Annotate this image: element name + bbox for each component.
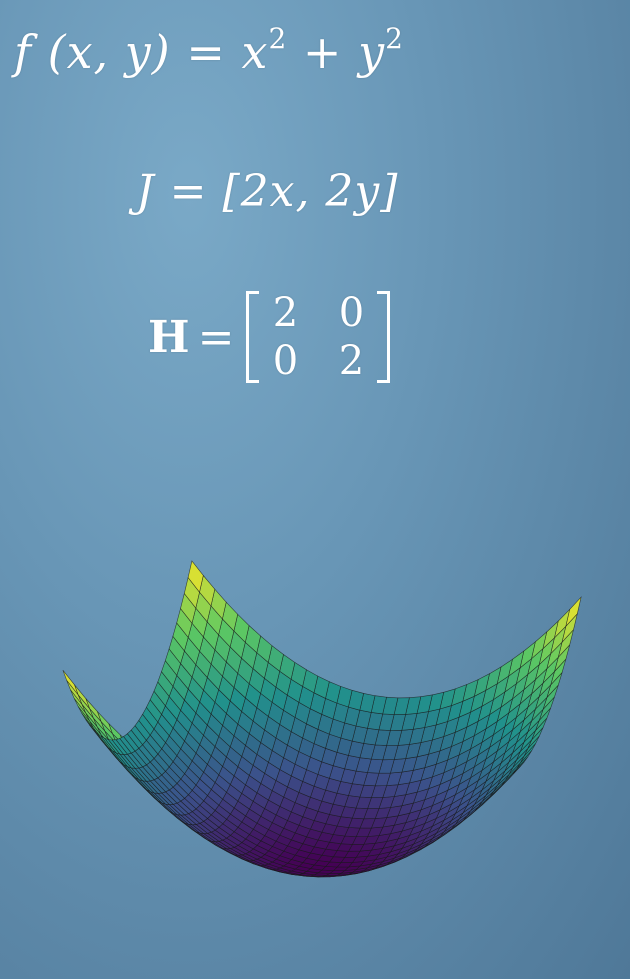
equals-sign: = <box>154 166 223 217</box>
equals-sign: = <box>170 25 242 79</box>
surface-mesh-cell <box>187 560 204 593</box>
y-exponent: 2 <box>385 22 404 55</box>
hessian-lhs: H <box>148 311 190 363</box>
y-term: y <box>358 25 386 79</box>
surface-mesh-cell <box>62 670 79 696</box>
matrix-cell-1-0: 0 <box>272 338 299 384</box>
function-equation: f (x, y) = x2 + y2 <box>14 22 404 79</box>
hessian-matrix: 2 0 0 2 <box>244 285 392 389</box>
equals-sign: = <box>197 311 235 363</box>
matrix-cell-0-0: 2 <box>272 290 299 336</box>
matrix-cell-1-1: 2 <box>338 338 365 384</box>
jacobian-equation: J = [2x, 2y] <box>136 166 398 217</box>
hessian-equation: H = 2 0 0 2 <box>148 282 392 392</box>
plus-sign: + <box>287 25 359 79</box>
paraboloid-surface-plot <box>62 560 582 878</box>
jacobian-rhs: [2x, 2y] <box>222 166 399 217</box>
function-lhs: f (x, y) <box>14 25 171 79</box>
x-exponent: 2 <box>268 22 288 55</box>
jacobian-lhs: J <box>136 166 155 217</box>
x-term: x <box>241 25 269 79</box>
matrix-cell-0-1: 0 <box>338 290 365 336</box>
